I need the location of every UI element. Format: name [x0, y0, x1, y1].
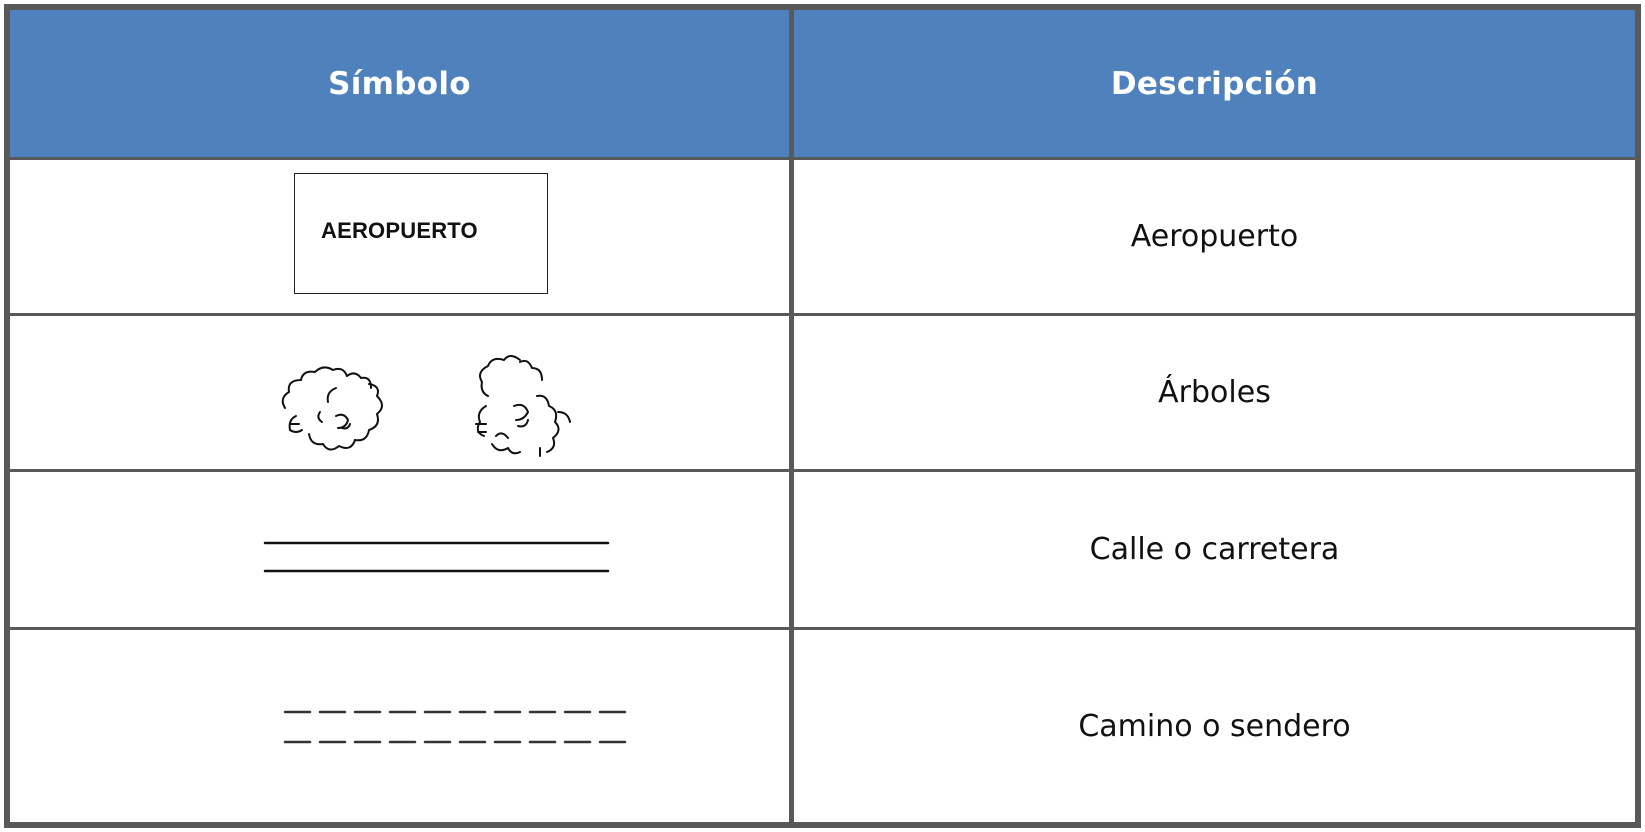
- table-row: Árboles: [10, 316, 1635, 469]
- airport-symbol: AEROPUERTO: [294, 173, 548, 294]
- map-legend-table: Símbolo Descripción AEROPUERTO Aeropuert…: [4, 4, 1641, 828]
- table-row: AEROPUERTO Aeropuerto: [10, 160, 1635, 313]
- airport-symbol-label: AEROPUERTO: [321, 218, 478, 243]
- table-row: Calle o carretera: [10, 472, 1635, 627]
- road-icon: [263, 541, 610, 573]
- row-divider: [10, 627, 1635, 630]
- symbol-cell: AEROPUERTO: [10, 160, 789, 313]
- description-cell: Árboles: [1158, 375, 1271, 410]
- description-cell: Camino o sendero: [1078, 708, 1351, 744]
- row-divider: [10, 313, 1635, 316]
- header-symbol: Símbolo: [328, 65, 471, 102]
- path-icon: [283, 710, 627, 744]
- description-cell: Aeropuerto: [1130, 219, 1299, 254]
- table-header-row: Símbolo Descripción: [10, 10, 1635, 160]
- header-description: Descripción: [1110, 65, 1319, 102]
- trees-icon: [281, 355, 571, 457]
- row-divider: [10, 469, 1635, 472]
- symbol-cell: [10, 316, 789, 469]
- symbol-cell: [10, 472, 789, 627]
- column-divider: [789, 10, 794, 822]
- description-cell: Calle o carretera: [1089, 532, 1340, 567]
- table-row: Camino o sendero: [10, 630, 1635, 822]
- symbol-cell: [10, 630, 789, 822]
